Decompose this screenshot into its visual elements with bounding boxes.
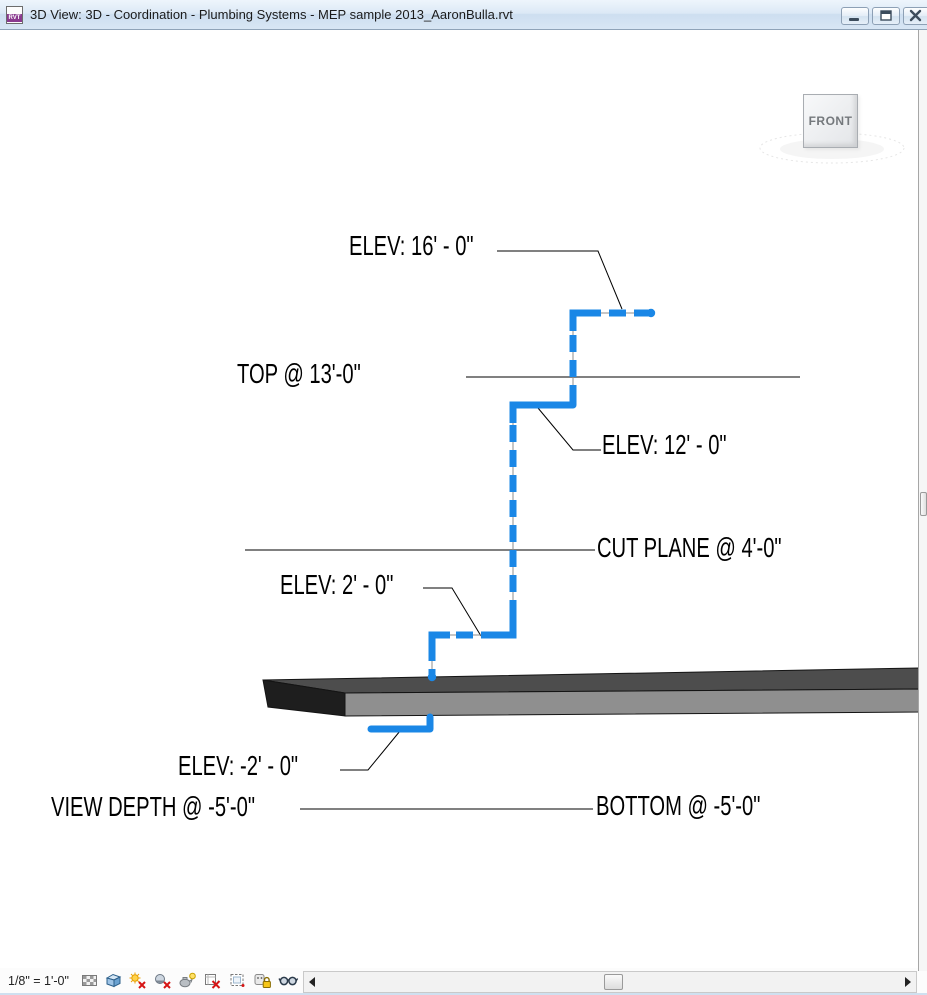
- restore-button[interactable]: [872, 7, 900, 25]
- visual-style-icon[interactable]: [104, 971, 123, 990]
- rvt-document-icon: RVT: [6, 5, 23, 24]
- vertical-scrollbar-thumb[interactable]: [920, 492, 927, 516]
- horizontal-scrollbar[interactable]: [303, 971, 917, 993]
- leader-elev-12: [537, 407, 601, 451]
- annotation-elev-12: ELEV: 12' - 0": [602, 429, 727, 460]
- annotation-leaders: [245, 250, 800, 810]
- annotation-cut-plane: CUT PLANE @ 4'-0": [597, 532, 782, 563]
- annotation-bottom-level: BOTTOM @ -5'-0": [596, 790, 761, 821]
- window-titlebar[interactable]: RVT 3D View: 3D - Coordination - Plumbin…: [0, 0, 927, 30]
- viewcube-front-face[interactable]: FRONT: [803, 94, 858, 148]
- scroll-right-arrow-icon[interactable]: [905, 977, 911, 987]
- annotation-elev-2: ELEV: 2' - 0": [280, 569, 394, 600]
- leader-elev-16: [497, 250, 623, 310]
- window-title: 3D View: 3D - Coordination - Plumbing Sy…: [30, 7, 513, 22]
- annotation-top-level: TOP @ 13'-0": [237, 358, 361, 389]
- pipe-elbow-mid[interactable]: [495, 617, 517, 639]
- shadows-off-icon[interactable]: [153, 971, 173, 990]
- leader-elev-2: [423, 587, 482, 637]
- view-scale-button[interactable]: 1/8" = 1'-0": [8, 974, 69, 988]
- floor-slab-front-face[interactable]: [344, 688, 920, 717]
- pipe-hidden-line-run[interactable]: [428, 309, 651, 676]
- pipe-offset-upper[interactable]: [509, 387, 577, 423]
- rendering-dialog-icon[interactable]: [178, 971, 198, 990]
- annotation-elev-neg-2: ELEV: -2' - 0": [178, 750, 299, 781]
- floor-slab-end-face[interactable]: [262, 679, 346, 717]
- lock-3d-view-icon[interactable]: [253, 971, 273, 990]
- detail-level-icon[interactable]: [80, 971, 99, 990]
- pipe-centerline: [431, 312, 651, 677]
- horizontal-scrollbar-thumb[interactable]: [604, 974, 623, 990]
- annotation-view-depth: VIEW DEPTH @ -5'-0": [51, 791, 255, 822]
- viewcube-front-label[interactable]: FRONT: [808, 114, 853, 128]
- scroll-left-arrow-icon[interactable]: [309, 977, 315, 987]
- minimize-button[interactable]: [841, 7, 869, 25]
- pipe-end-node-top[interactable]: [646, 308, 656, 318]
- close-icon: [909, 9, 921, 22]
- sun-path-off-icon[interactable]: [128, 971, 148, 990]
- window-bottom-edge: [0, 993, 927, 995]
- annotation-elev-16: ELEV: 16' - 0": [349, 230, 474, 261]
- vertical-scrollbar[interactable]: [918, 30, 927, 971]
- floor-slab[interactable]: [262, 667, 920, 717]
- leader-elev-neg-2: [340, 730, 401, 771]
- restore-icon: [880, 10, 892, 21]
- pipe-elbow-top[interactable]: [569, 309, 591, 331]
- pipe-below-slab[interactable]: [367, 713, 434, 733]
- crop-view-off-icon[interactable]: [203, 971, 223, 990]
- pipe-elbow-lower[interactable]: [428, 631, 450, 653]
- temporary-hide-isolate-icon[interactable]: [278, 971, 299, 990]
- close-button[interactable]: [903, 7, 927, 25]
- minimize-icon: [849, 18, 859, 21]
- pipe-end-node-slab[interactable]: [427, 672, 437, 682]
- crop-region-icon[interactable]: [228, 971, 248, 990]
- pipe-element[interactable]: [367, 308, 656, 733]
